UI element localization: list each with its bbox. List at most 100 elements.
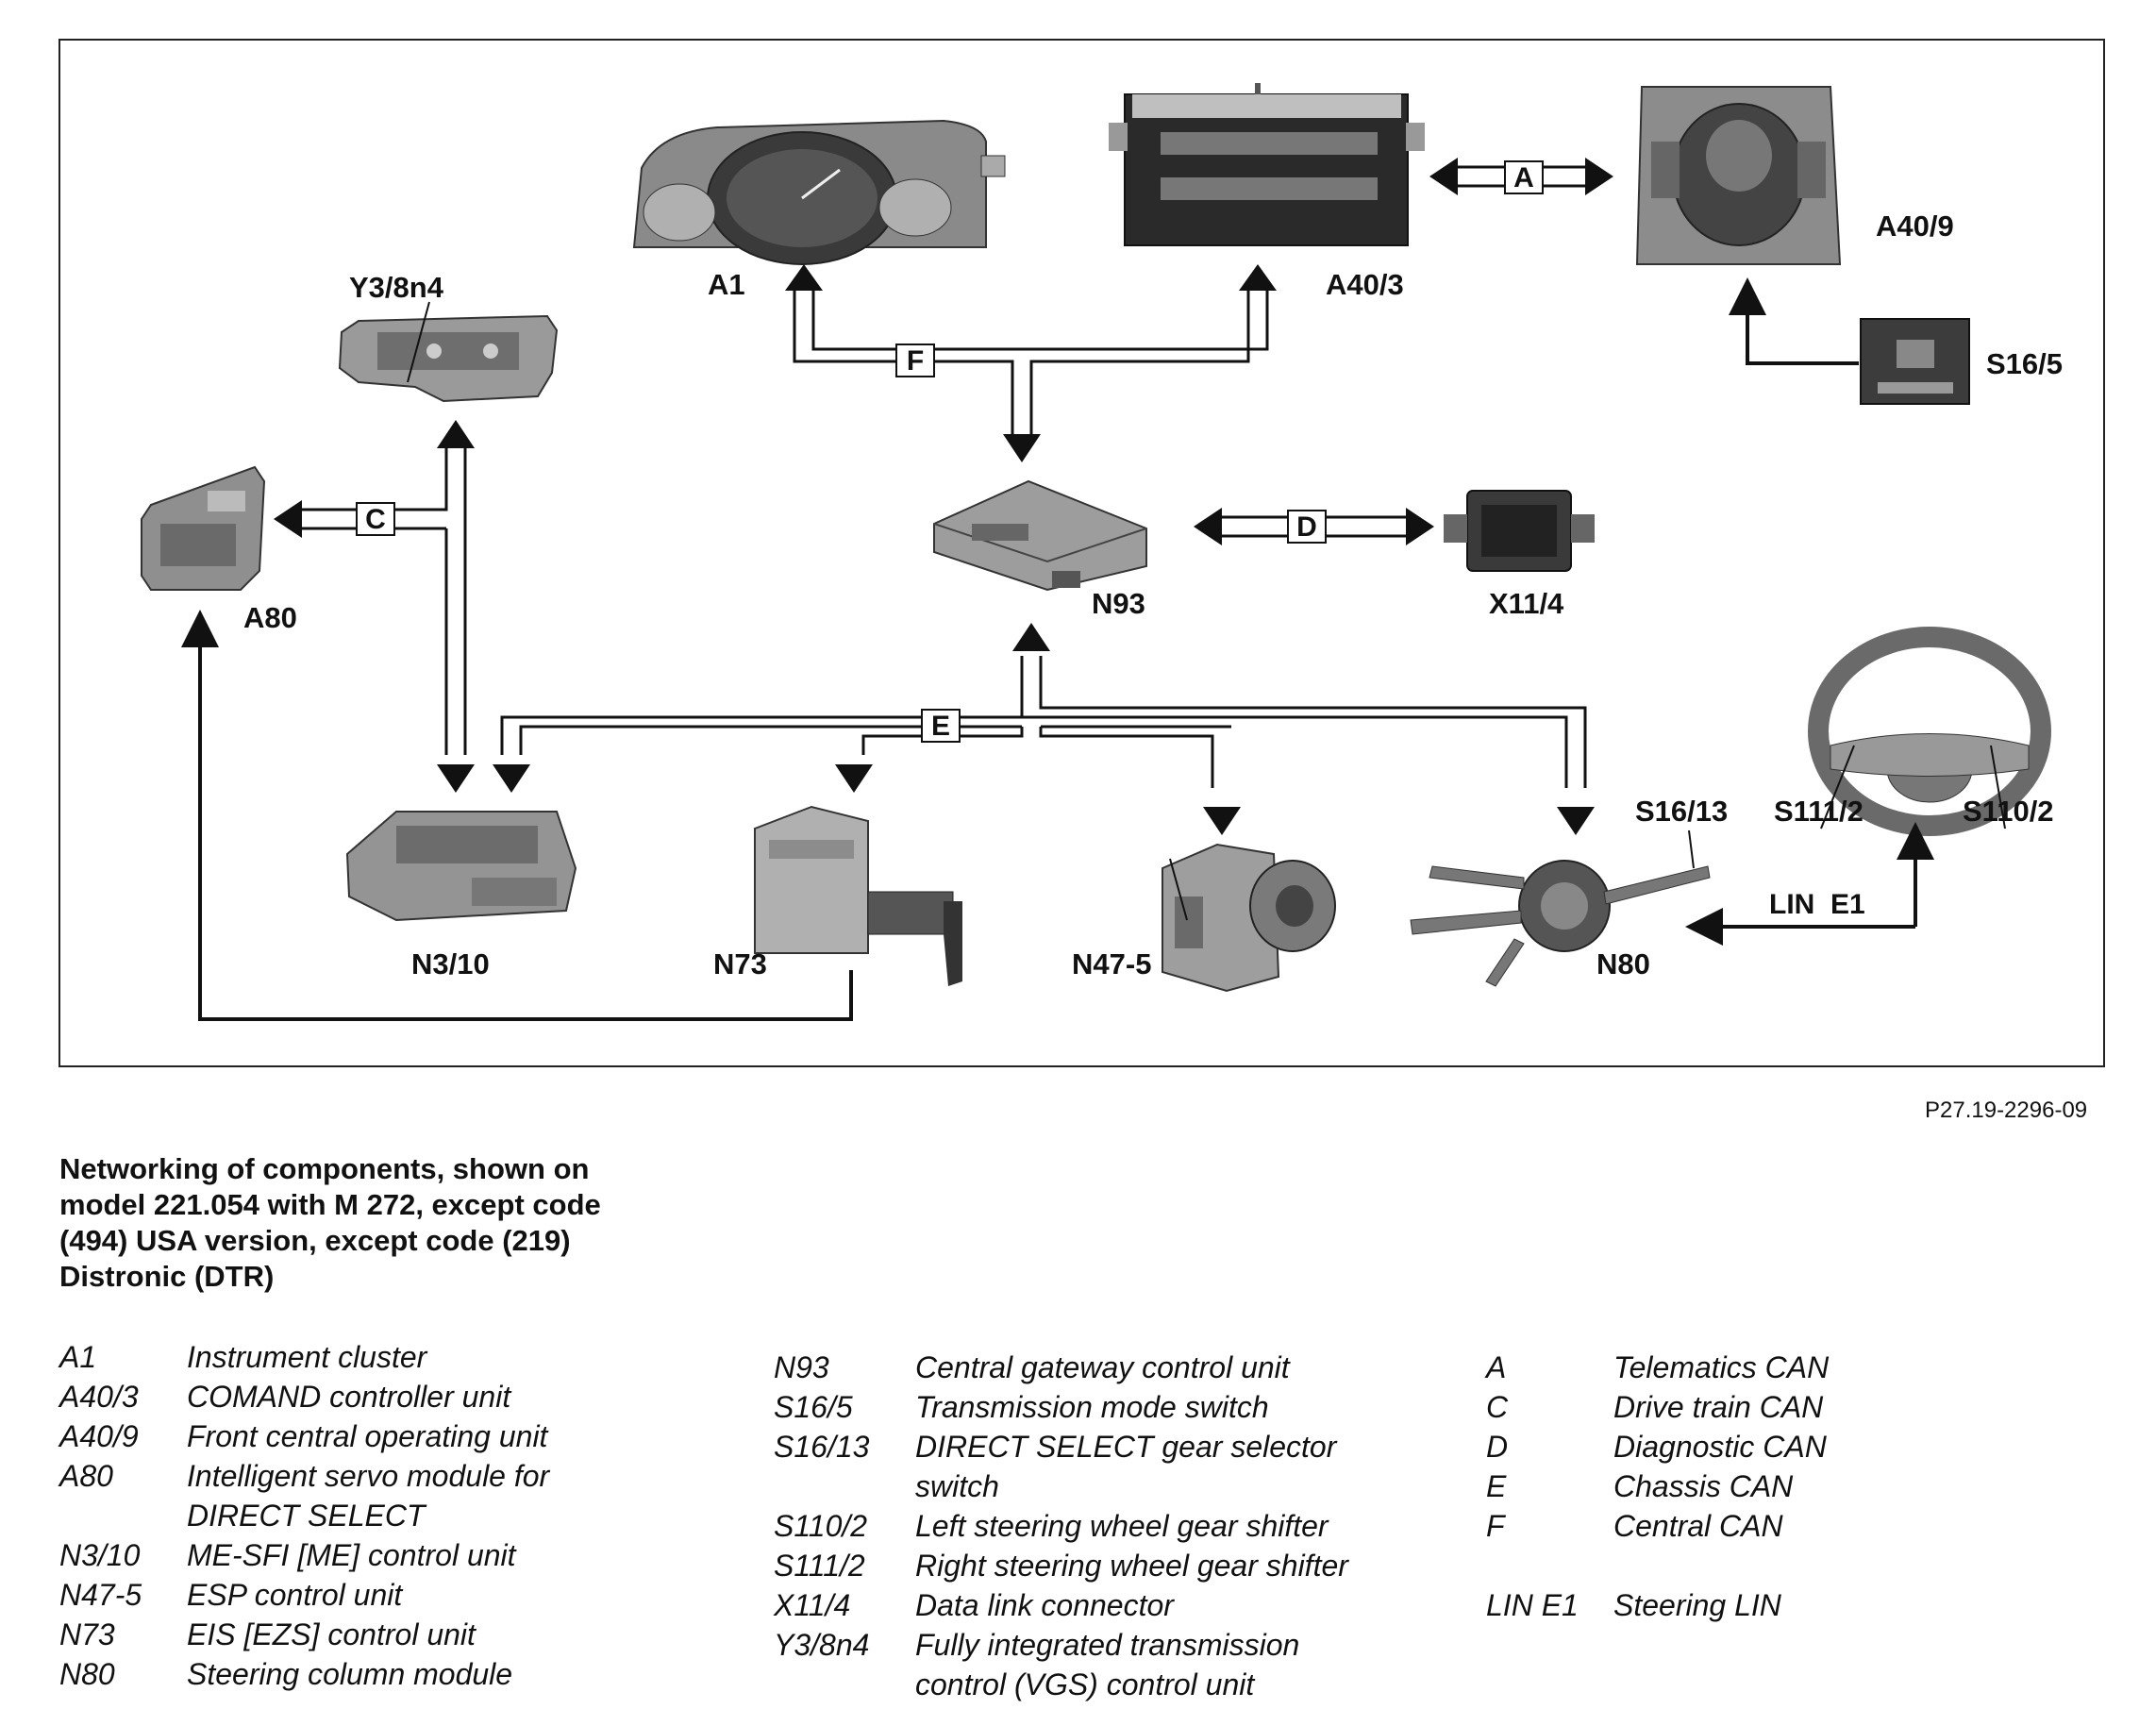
legend-code: A1 (59, 1340, 97, 1374)
label-S16-5: S16/5 (1986, 347, 2063, 380)
esp-unit-image (1162, 843, 1336, 993)
me-control-unit-image (345, 811, 577, 922)
legend-code: N3/10 (59, 1538, 141, 1572)
bus-A-text: A (1513, 162, 1534, 193)
legend-code: N93 (774, 1350, 829, 1384)
legend-description-line: COMAND controller unit (187, 1380, 511, 1414)
steering-column-module-image (1410, 860, 1711, 987)
label-A40-3: A40/3 (1326, 268, 1404, 301)
legend-description: Transmission mode switch (915, 1387, 1406, 1427)
legend-description-line: Steering LIN (1613, 1588, 1781, 1622)
legend-description: Steering LIN (1613, 1585, 1972, 1625)
label-A40-9: A40/9 (1876, 209, 1954, 243)
legend-description-line: Front central operating unit (187, 1419, 548, 1453)
legend-description-line: DIRECT SELECT gear selector (915, 1430, 1337, 1464)
legend-code: N80 (59, 1657, 115, 1691)
bus-label-A: A (1504, 160, 1544, 194)
gateway-unit-image (933, 479, 1147, 592)
legend-code: S110/2 (774, 1509, 868, 1543)
legend-description-line: Left steering wheel gear shifter (915, 1509, 1329, 1543)
legend-row: N73 EIS [EZS] control unit (59, 1615, 602, 1654)
label-N3-10: N3/10 (411, 947, 490, 980)
legend-description-line: Right steering wheel gear shifter (915, 1549, 1348, 1583)
legend-row: C Drive train CAN (1486, 1387, 1972, 1427)
legend-description-line: Chassis CAN (1613, 1469, 1794, 1503)
legend-description-line: Diagnostic CAN (1613, 1430, 1827, 1464)
label-S16-13: S16/13 (1635, 795, 1728, 828)
legend-description: Left steering wheel gear shifter (915, 1506, 1406, 1546)
legend-description-line: Fully integrated transmission (915, 1628, 1300, 1662)
caption-line: Networking of components, shown on (59, 1152, 590, 1185)
legend-description: Data link connector (915, 1585, 1406, 1625)
legend-code: A80 (59, 1459, 113, 1493)
legend-row: N93 Central gateway control unit (774, 1348, 1406, 1387)
legend-row: E Chassis CAN (1486, 1466, 1972, 1506)
legend-description-line: Instrument cluster (187, 1340, 427, 1374)
comand-unit-image (1109, 83, 1425, 246)
eis-unit-image (754, 805, 962, 986)
vgs-unit-image (338, 314, 559, 403)
legend-description-line: ME-SFI [ME] control unit (187, 1538, 516, 1572)
bus-lines (302, 165, 1590, 788)
single-lines (181, 277, 1934, 1021)
legend-description-line: control (VGS) control unit (915, 1667, 1255, 1701)
legend-code: F (1486, 1509, 1505, 1543)
figure-reference: P27.19-2296-09 (1925, 1098, 2088, 1123)
legend-code: S16/13 (774, 1430, 870, 1464)
label-N73: N73 (713, 947, 767, 980)
label-S111-2: S111/2 (1774, 795, 1864, 828)
legend-description-line: DIRECT SELECT (187, 1499, 426, 1533)
caption-line: model 221.054 with M 272, except code (59, 1188, 601, 1221)
caption-line: Distronic (DTR) (59, 1260, 275, 1293)
operating-unit-image (1635, 86, 1842, 265)
servo-module-image (141, 465, 266, 591)
legend-description: Diagnostic CAN (1613, 1427, 1972, 1466)
legend-row: N3/10 ME-SFI [ME] control unit (59, 1535, 602, 1575)
legend-description: COMAND controller unit (187, 1377, 602, 1416)
legend-code: N47-5 (59, 1578, 142, 1612)
legend-code: A40/3 (59, 1380, 139, 1414)
legend-description-line: ESP control unit (187, 1578, 403, 1612)
bus-D-text: D (1296, 511, 1317, 543)
legend-code: E (1486, 1469, 1507, 1503)
legend-code: N73 (59, 1617, 115, 1651)
legend-description: Steering column module (187, 1654, 602, 1694)
legend-row: A40/3 COMAND controller unit (59, 1377, 602, 1416)
label-N47-5: N47-5 (1072, 947, 1151, 980)
legend-code: C (1486, 1390, 1509, 1424)
label-A1: A1 (708, 268, 745, 301)
bus-F-text: F (907, 345, 924, 377)
bus-E-text: E (931, 711, 950, 742)
bus-label-F: F (895, 344, 935, 377)
bus-label-D: D (1287, 510, 1327, 544)
legend-description: Instrument cluster (187, 1337, 602, 1377)
legend-description: Fully integrated transmission control (VG… (915, 1625, 1406, 1704)
label-X11-4: X11/4 (1489, 587, 1564, 620)
legend-row: N47-5 ESP control unit (59, 1575, 602, 1615)
legend-description-line: Drive train CAN (1613, 1390, 1824, 1424)
data-link-connector-image (1444, 490, 1595, 572)
legend-description-line: Central gateway control unit (915, 1350, 1290, 1384)
legend-description-line: Data link connector (915, 1588, 1174, 1622)
legend-row: D Diagnostic CAN (1486, 1427, 1972, 1466)
mode-switch-image (1860, 318, 1970, 405)
legend-code: A (1486, 1350, 1507, 1384)
diagram-frame (58, 39, 2105, 1067)
lin-e1-label: LIN E1 (1769, 889, 1865, 920)
legend-description: Right steering wheel gear shifter (915, 1546, 1406, 1585)
legend-description: Drive train CAN (1613, 1387, 1972, 1427)
legend-code: D (1486, 1430, 1509, 1464)
legend-description: EIS [EZS] control unit (187, 1615, 602, 1654)
bus-label-E: E (921, 709, 961, 743)
legend-description-line: switch (915, 1469, 999, 1503)
legend-description: Telematics CAN (1613, 1348, 1972, 1387)
legend-code: LIN E1 (1486, 1588, 1579, 1622)
instrument-cluster-image (632, 119, 1006, 265)
legend-description: DIRECT SELECT gear selector switch (915, 1427, 1406, 1506)
